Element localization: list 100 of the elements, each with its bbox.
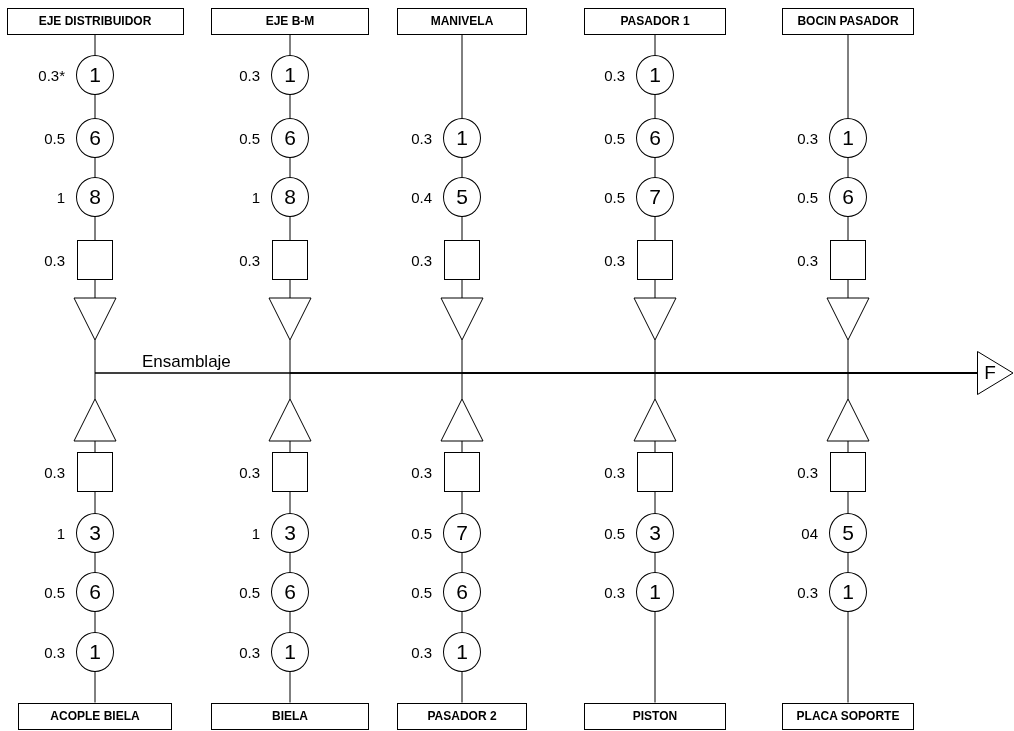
connector-line	[461, 34, 463, 119]
connector-line	[94, 552, 96, 573]
connector-line	[289, 552, 291, 573]
connector-line	[289, 671, 291, 703]
time-value: 0.5	[604, 129, 625, 147]
connector-line	[654, 157, 656, 178]
time-value: 0.3	[411, 643, 432, 661]
connector-line	[847, 157, 849, 178]
inspection-square	[77, 240, 113, 280]
part-label-box: EJE B-M	[211, 7, 369, 35]
time-value: 0.3	[44, 643, 65, 661]
operation-circle: 6	[271, 572, 309, 612]
inspection-square	[272, 240, 308, 280]
operation-circle: 7	[636, 177, 674, 217]
operation-circle: 1	[76, 632, 114, 672]
time-value: 1	[251, 188, 260, 206]
operation-circle: 6	[76, 572, 114, 612]
time-value: 0.3	[411, 251, 432, 269]
connector-line	[94, 279, 96, 299]
time-value: 0.5	[239, 583, 260, 601]
connector-line	[654, 611, 656, 703]
time-value: 0.3	[797, 463, 818, 481]
operation-circle: 1	[636, 572, 674, 612]
connector-line	[94, 671, 96, 703]
connector-line	[94, 491, 96, 514]
part-label-box: BIELA	[211, 702, 369, 730]
connector-line	[461, 611, 463, 633]
connector-line	[654, 34, 656, 56]
connector-line	[654, 440, 656, 453]
connector-line	[654, 491, 656, 514]
operation-circle: 1	[271, 55, 309, 95]
time-value: 0.5	[44, 583, 65, 601]
connector-line	[461, 279, 463, 299]
time-value: 0.3	[797, 583, 818, 601]
time-value: 0.3*	[38, 66, 65, 84]
inspection-square	[272, 452, 308, 492]
time-value: 0.3	[44, 251, 65, 269]
inspection-square	[444, 452, 480, 492]
storage-triangle: F	[977, 351, 1013, 395]
operation-circle: 8	[271, 177, 309, 217]
operation-circle: 3	[636, 513, 674, 553]
time-value: 0.3	[797, 129, 818, 147]
connector-line	[847, 491, 849, 514]
time-value: 0.5	[604, 188, 625, 206]
time-value: 0.5	[411, 583, 432, 601]
time-value: 0.3	[239, 643, 260, 661]
operation-circle: 1	[829, 572, 867, 612]
inspection-square	[637, 452, 673, 492]
connector-line	[654, 216, 656, 241]
connector-line	[654, 279, 656, 299]
storage-triangle	[827, 298, 869, 340]
inspection-square	[444, 240, 480, 280]
time-value: 0.3	[604, 583, 625, 601]
inspection-square	[830, 240, 866, 280]
storage-triangle	[269, 399, 311, 441]
connector-line	[847, 216, 849, 241]
time-value: 0.5	[797, 188, 818, 206]
connector-line	[289, 216, 291, 241]
time-value: 04	[801, 524, 818, 542]
connector-line	[94, 216, 96, 241]
time-value: 0.4	[411, 188, 432, 206]
time-value: 0.3	[604, 251, 625, 269]
connector-line	[461, 671, 463, 703]
operation-circle: 3	[76, 513, 114, 553]
operation-circle: 1	[271, 632, 309, 672]
connector-line	[461, 216, 463, 241]
connector-line	[289, 440, 291, 453]
time-value: 0.3	[797, 251, 818, 269]
connector-line	[461, 440, 463, 453]
storage-triangle	[634, 399, 676, 441]
inspection-square	[830, 452, 866, 492]
storage-triangle	[74, 298, 116, 340]
connector-line	[461, 157, 463, 178]
time-value: 0.3	[411, 463, 432, 481]
time-value: 0.5	[411, 524, 432, 542]
connector-line	[289, 491, 291, 514]
time-value: 1	[56, 524, 65, 542]
connector-line	[654, 552, 656, 573]
operation-circle: 1	[443, 118, 481, 158]
connector-line	[289, 94, 291, 119]
part-label-box: PISTON	[584, 702, 726, 730]
connector-line	[289, 611, 291, 633]
connector-line	[847, 611, 849, 703]
connector-line	[94, 440, 96, 453]
time-value: 1	[56, 188, 65, 206]
time-value: 0.3	[44, 463, 65, 481]
time-value: 0.5	[44, 129, 65, 147]
connector-line	[847, 552, 849, 573]
time-value: 0.3	[239, 251, 260, 269]
storage-triangle	[441, 399, 483, 441]
storage-triangle	[827, 399, 869, 441]
connector-line	[94, 157, 96, 178]
storage-triangle	[269, 298, 311, 340]
time-value: 0.3	[239, 463, 260, 481]
connector-line	[461, 552, 463, 573]
time-value: 0.3	[239, 66, 260, 84]
time-value: 0.5	[239, 129, 260, 147]
storage-triangle	[441, 298, 483, 340]
time-value: 0.5	[604, 524, 625, 542]
connector-line	[847, 440, 849, 453]
